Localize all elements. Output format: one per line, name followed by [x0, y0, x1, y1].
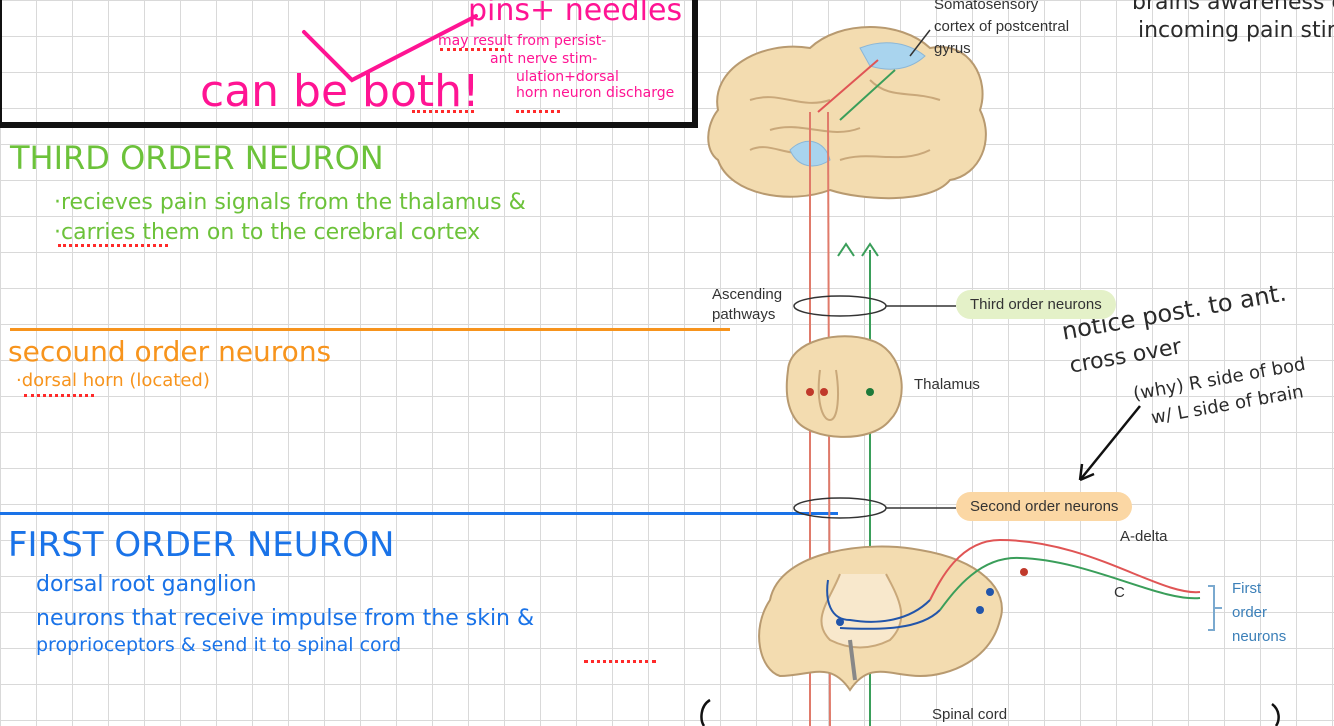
green-to-cortex	[839, 69, 896, 121]
arrow-icon	[1078, 405, 1141, 482]
pain-pathway-figure	[700, 26, 1280, 726]
second-order-ring	[793, 497, 887, 519]
green-branch-2	[837, 242, 855, 257]
third-order-pill: Third order neurons	[956, 290, 1116, 319]
c-fiber	[939, 556, 1201, 611]
divider-orange	[10, 328, 730, 331]
second-order-pill: Second order neurons	[956, 492, 1133, 521]
somato-pointer	[909, 29, 931, 57]
third-order-line-1: ·recieves pain signals from the thalamus…	[54, 190, 526, 215]
third-order-title: THIRD ORDER NEURON	[10, 139, 384, 177]
ascending-label-2: pathways	[712, 306, 776, 323]
underline-dots	[584, 660, 656, 663]
first-order-line-3: proprioceptors & send it to spinal cord	[36, 634, 402, 656]
pins-needles-heading: pins+ needles	[468, 0, 683, 28]
incoming-pain-note: incoming pain stimu	[1138, 18, 1334, 43]
first-order-line-2: neurons that receive impulse from the sk…	[36, 606, 535, 631]
somatosensory-label-3: gyrus	[934, 40, 971, 57]
green-branch	[861, 242, 879, 257]
underline-dots	[24, 394, 94, 397]
red-to-cortex	[817, 59, 879, 113]
brain-gyri	[749, 79, 941, 161]
first-order-bracket	[1208, 585, 1222, 631]
second-order-title: secound order neurons	[8, 335, 332, 368]
can-be-both-text: can be both!	[200, 66, 480, 117]
c-fiber-label: C	[1114, 584, 1125, 601]
pins-detail-1: may result from persist-	[438, 33, 607, 49]
pins-detail-2: ant nerve stim-	[490, 51, 598, 67]
pins-detail-3: ulation+dorsal	[516, 69, 619, 85]
underline-dots	[516, 110, 560, 113]
a-delta-label: A-delta	[1120, 528, 1168, 545]
first-order-title: FIRST ORDER NEURON	[8, 525, 395, 565]
underline-dots	[440, 48, 504, 51]
first-order-label-2: order	[1232, 604, 1268, 621]
third-order-line-2: ·carries them on to the cerebral cortex	[54, 220, 481, 245]
first-order-label-3: neurons	[1232, 628, 1287, 645]
first-order-line-1: dorsal root ganglion	[36, 572, 257, 597]
brains-awareness-note: brains awareness of	[1132, 0, 1334, 15]
check-icon	[302, 14, 478, 83]
divider-blue	[0, 512, 838, 515]
ascending-ring	[793, 295, 887, 317]
first-order-label-1: First	[1232, 580, 1262, 597]
underline-dots	[412, 110, 474, 113]
second-order-line-1: ·dorsal horn (located)	[16, 370, 210, 391]
thalamus-shape	[785, 335, 903, 438]
ascending-label: Ascending	[712, 286, 783, 303]
pins-detail-4: horn neuron discharge	[516, 85, 675, 101]
underline-dots	[58, 244, 168, 247]
thalamus-label: Thalamus	[914, 376, 980, 393]
somatosensory-label: Somatosensory	[934, 0, 1039, 13]
somatosensory-label-2: cortex of postcentral	[934, 18, 1070, 35]
spinal-cord-label: Spinal cord	[932, 706, 1008, 723]
a-delta-fiber	[929, 538, 1201, 601]
note-box	[0, 0, 698, 128]
